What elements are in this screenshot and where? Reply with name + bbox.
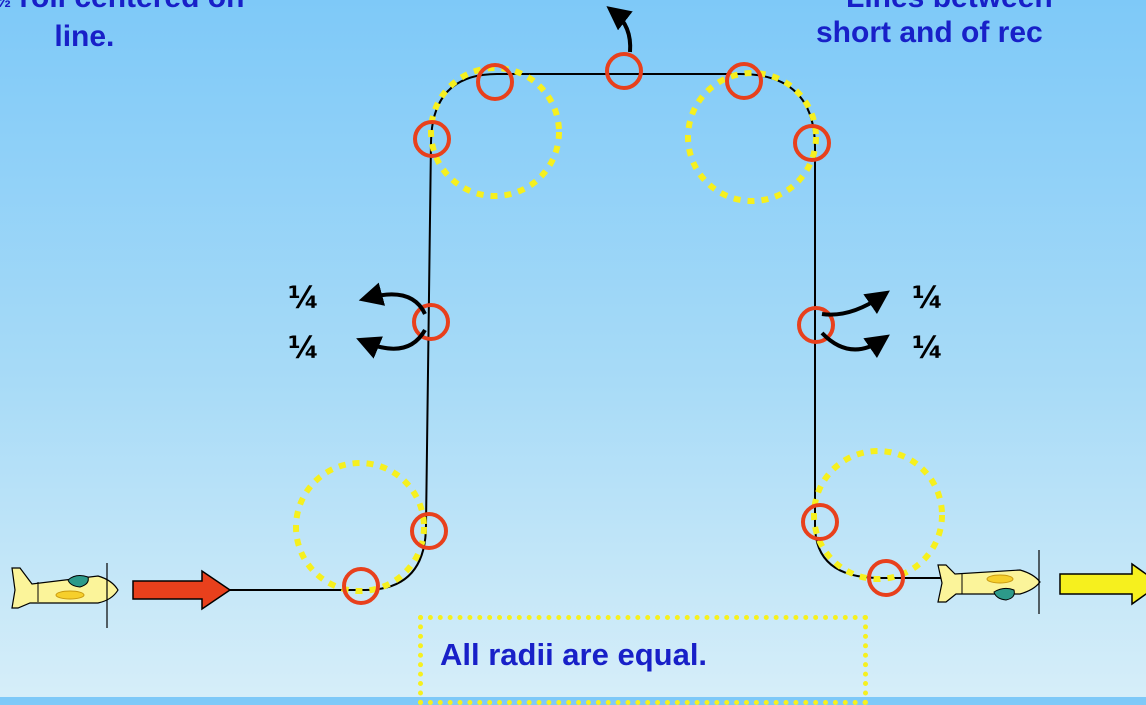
- caption-line-1: roll centered on: [11, 0, 244, 14]
- note-text: All radii are equal.: [440, 637, 708, 672]
- caption-line-2: line.: [54, 20, 115, 53]
- roll-label-right-upper: ¼: [912, 281, 944, 316]
- roll-arrow-top: [606, 6, 633, 53]
- roll-label-left-upper: ¼: [288, 281, 320, 316]
- marker-circle: [797, 306, 835, 344]
- marker-circle: [605, 52, 643, 90]
- radius-circle-top-right: [685, 70, 819, 204]
- caption-line-2: short and of rec: [816, 16, 1043, 49]
- caption-fraction: ½: [0, 0, 12, 11]
- roll-label-left-lower: ¼: [288, 331, 320, 366]
- roll-arrow-left-upper: [358, 282, 427, 315]
- marker-circle: [413, 120, 451, 158]
- marker-circle: [725, 62, 763, 100]
- radius-circle-bottom-left: [293, 460, 427, 594]
- marker-circle: [410, 512, 448, 550]
- radius-circle-top-left: [428, 65, 562, 199]
- airplane-icon: [11, 563, 119, 628]
- marker-circle: [793, 124, 831, 162]
- marker-circle: [342, 567, 380, 605]
- roll-arrow-right-lower: [820, 331, 890, 359]
- roll-label-right-lower: ¼: [912, 331, 944, 366]
- marker-circle: [801, 503, 839, 541]
- caption-lines-between: Lines between short and of rec: [816, 0, 1053, 50]
- entry-arrow: [132, 569, 232, 611]
- roll-arrow-left-lower: [356, 328, 427, 359]
- marker-circle: [476, 63, 514, 101]
- caption-half-roll: ½ roll centered on line.: [0, 0, 244, 54]
- airplane-icon: [937, 550, 1041, 614]
- radius-circle-bottom-right: [811, 448, 945, 582]
- marker-circle: [412, 303, 450, 341]
- marker-circle: [867, 559, 905, 597]
- roll-arrow-right-upper: [821, 290, 890, 317]
- flight-path: [230, 73, 960, 591]
- caption-line-1: Lines between: [846, 0, 1053, 14]
- exit-arrow: [1059, 562, 1146, 606]
